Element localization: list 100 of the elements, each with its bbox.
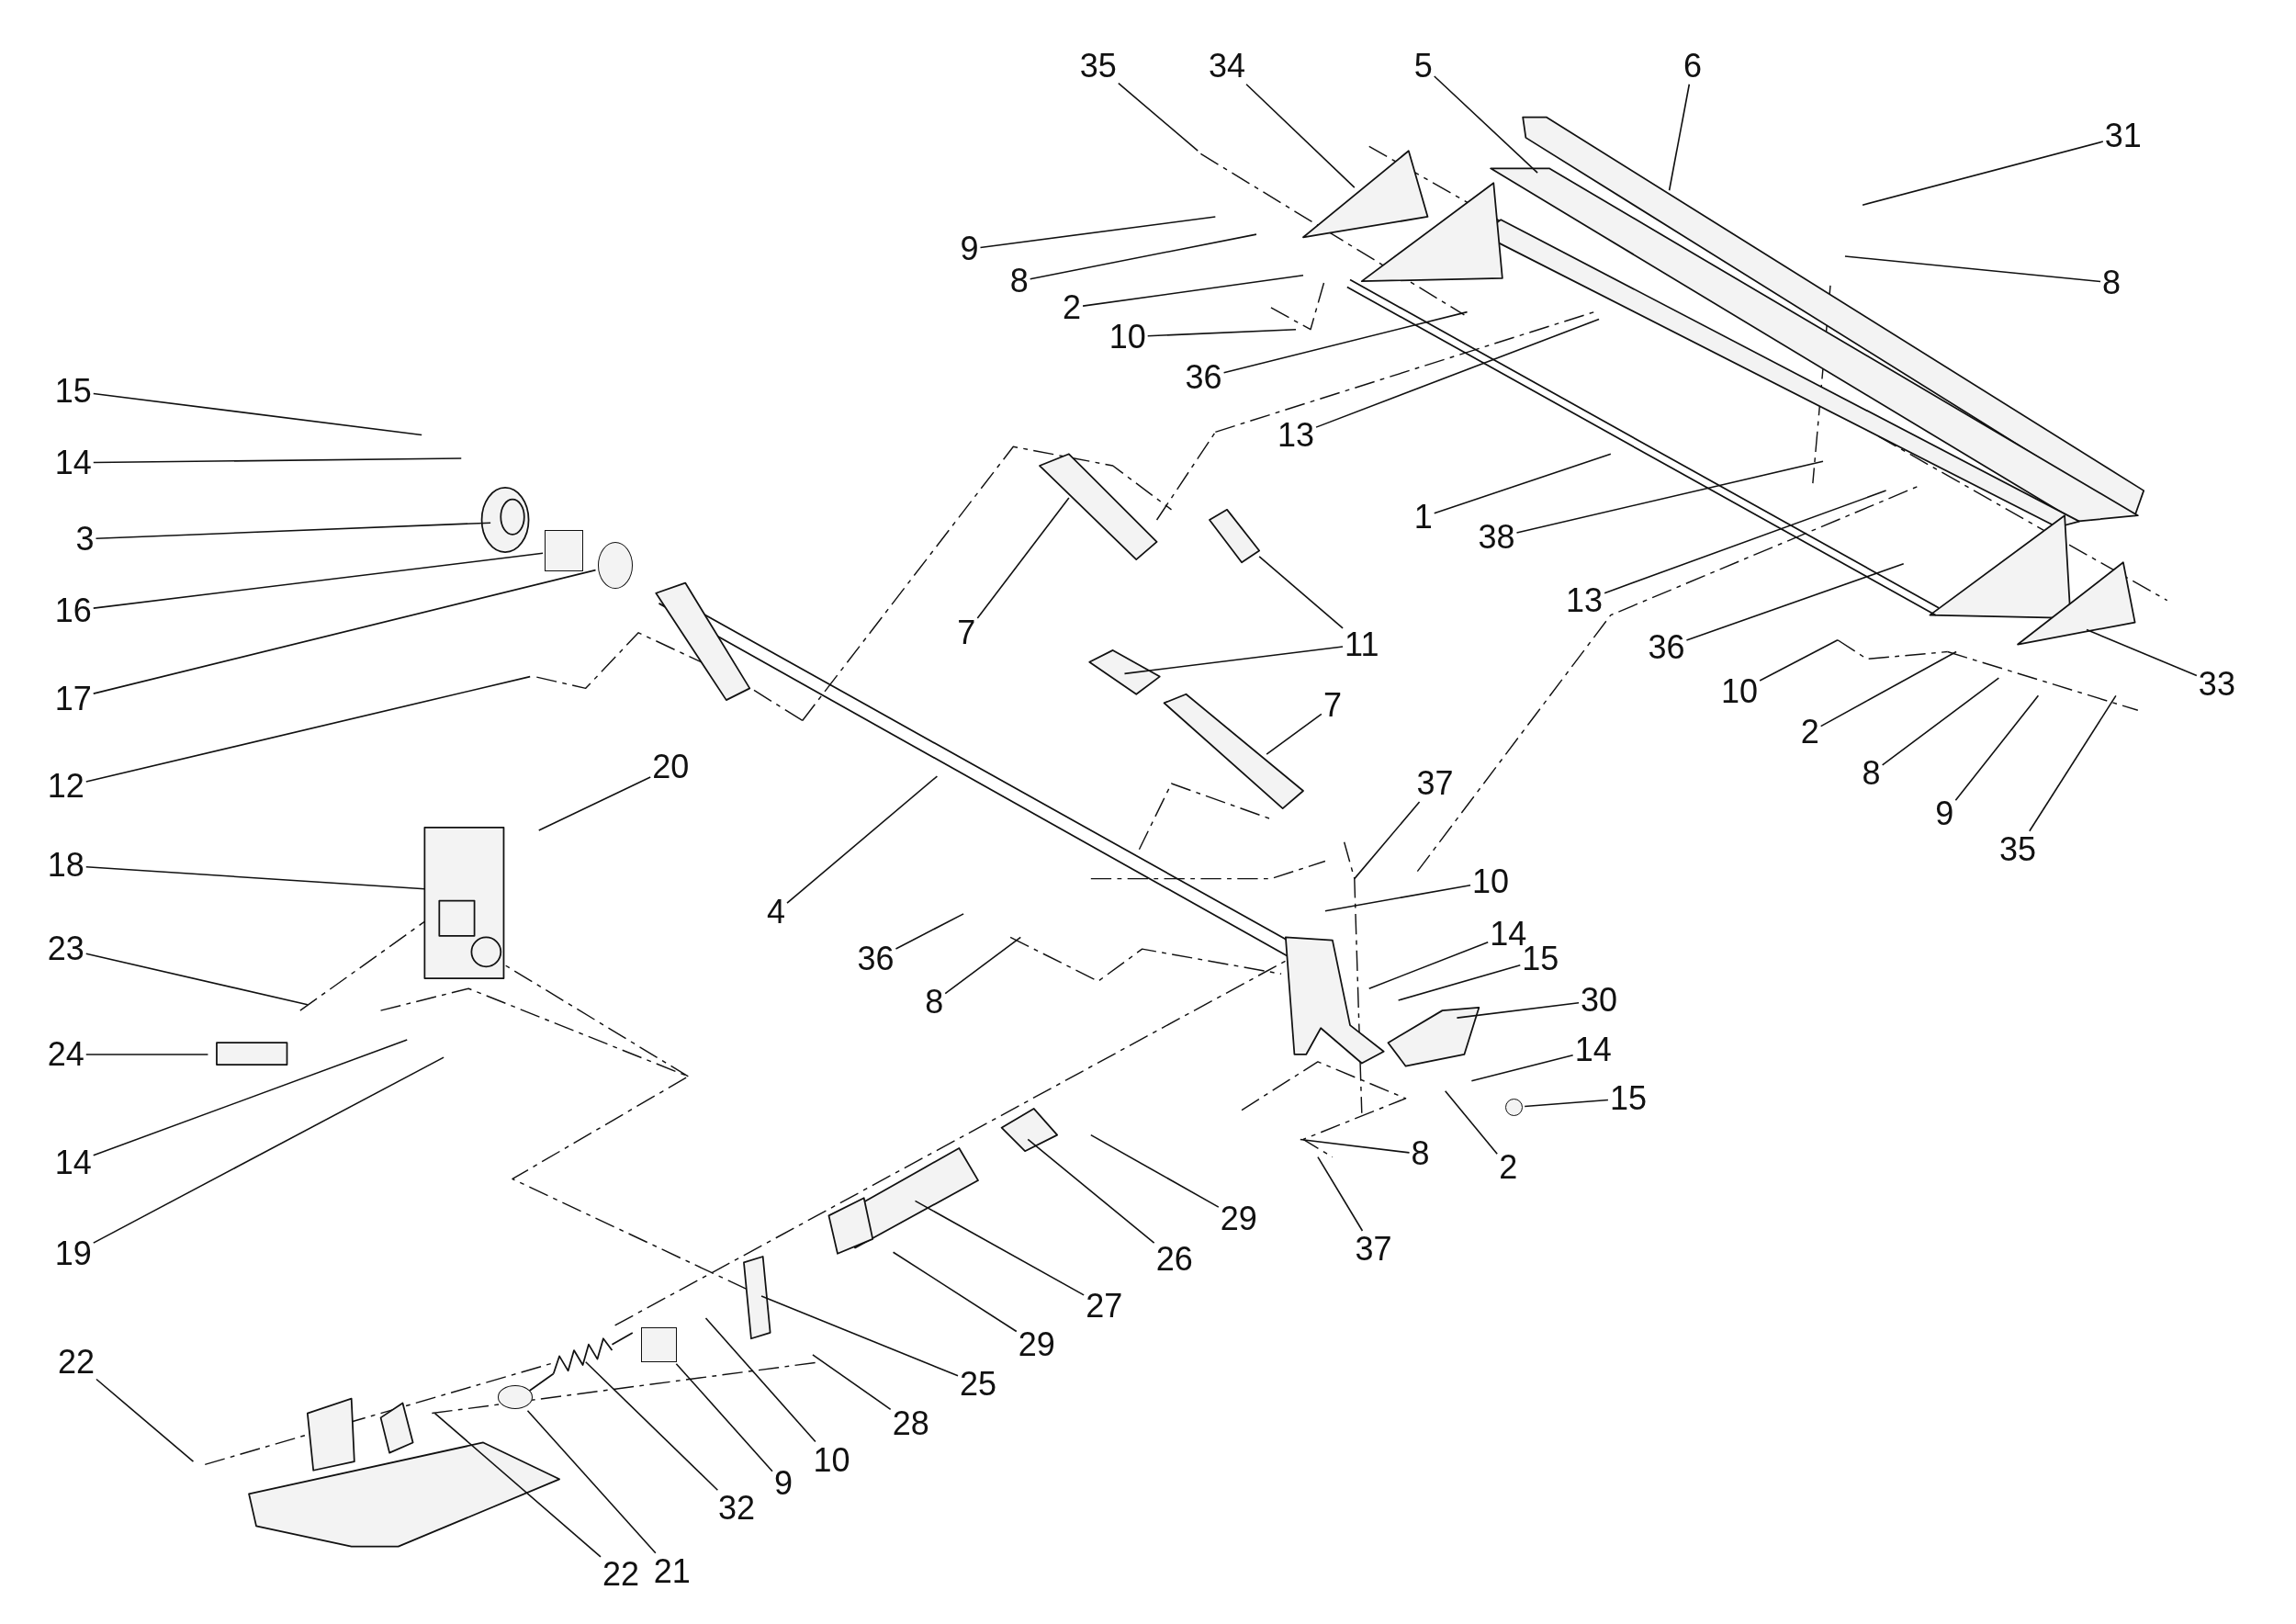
leader-line (84, 1054, 209, 1055)
callout-number: 5 (1413, 49, 1433, 83)
callout-number: 10 (813, 1443, 850, 1477)
leader-line (2029, 694, 2117, 832)
callout-number: 29 (1018, 1327, 1055, 1361)
leader-line (979, 216, 1217, 249)
callout-number: 8 (1009, 265, 1029, 299)
leader-line (1456, 1001, 1580, 1019)
leader-line (92, 457, 463, 464)
leader-line (760, 1295, 959, 1377)
leader-line (1881, 677, 2000, 766)
callout-number: 24 (47, 1037, 84, 1071)
callout-number: 10 (1721, 674, 1759, 708)
callout-number: 23 (47, 932, 84, 966)
callout-number: 22 (57, 1345, 95, 1379)
callout-number: 16 (54, 593, 92, 627)
callout-number: 35 (1079, 49, 1117, 83)
callout-number: 9 (960, 232, 979, 266)
leader-line (1685, 563, 1905, 641)
callout-number: 2 (1800, 716, 1819, 750)
callout-number: 7 (957, 615, 976, 649)
callout-number: 28 (892, 1406, 929, 1440)
leader-line (1819, 650, 1957, 727)
callout-number: 35 (1999, 832, 2037, 866)
leader-line (92, 552, 544, 609)
callout-number: 10 (1109, 320, 1146, 354)
callout-number: 3 (75, 522, 95, 556)
leader-line (1397, 964, 1522, 1001)
bushing-part (545, 530, 583, 571)
callout-number: 11 (1345, 627, 1379, 661)
leader-line (1444, 1090, 1498, 1155)
leader-line (1123, 646, 1344, 675)
leader-line (1433, 453, 1612, 514)
leader-line (1524, 1099, 1609, 1108)
leader-line (704, 1317, 816, 1443)
leader-line (1245, 83, 1356, 188)
callout-number: 14 (54, 1145, 92, 1179)
leader-line (1222, 310, 1469, 374)
bolt-head-part (641, 1326, 677, 1362)
leader-line (537, 776, 651, 831)
leader-line (976, 497, 1070, 619)
leader-line (786, 775, 939, 904)
leader-line (92, 569, 597, 694)
callout-number: 2 (1499, 1150, 1518, 1184)
leader-line (1315, 318, 1600, 428)
leader-line (944, 936, 1022, 995)
leader-line (1324, 884, 1471, 912)
callout-number: 19 (54, 1236, 92, 1270)
callout-number: 22 (602, 1557, 640, 1591)
callout-number: 15 (1609, 1081, 1647, 1115)
callout-number: 8 (925, 985, 944, 1019)
leader-line (84, 675, 531, 783)
leader-line (526, 1410, 657, 1554)
leader-line (675, 1362, 773, 1472)
callout-number: 18 (47, 849, 84, 883)
leader-line (96, 1378, 195, 1462)
callout-number: 4 (767, 896, 786, 930)
callout-number: 21 (653, 1554, 691, 1588)
callout-number: 8 (2102, 265, 2122, 299)
callout-number: 37 (1416, 767, 1454, 800)
leader-line (84, 953, 309, 1006)
leader-line (914, 1200, 1085, 1296)
callout-number: 10 (1472, 864, 1510, 898)
callout-number: 31 (2104, 119, 2142, 153)
callout-number: 13 (1566, 583, 1604, 617)
leader-line (1027, 1138, 1155, 1244)
leader-line (1317, 1156, 1364, 1232)
callout-number: 29 (1220, 1201, 1257, 1235)
leader-line (1118, 82, 1199, 152)
ring-part (597, 541, 633, 589)
leader-line (1668, 83, 1691, 192)
leader-line (84, 865, 426, 890)
callout-number: 8 (1411, 1137, 1430, 1171)
leader-line (1029, 233, 1257, 280)
callout-number: 36 (1648, 630, 1685, 664)
callout-number: 36 (1185, 361, 1222, 395)
callout-number: 34 (1209, 49, 1246, 83)
leader-line (2086, 628, 2198, 677)
callout-number: 26 (1155, 1243, 1193, 1277)
screw-head-part (1505, 1098, 1524, 1116)
leader-line (92, 1039, 409, 1156)
callout-number: 7 (1322, 689, 1342, 723)
callout-number: 30 (1581, 983, 1618, 1017)
callout-number: 14 (1574, 1033, 1612, 1067)
leader-line (1300, 1138, 1411, 1154)
leader-line (1515, 460, 1824, 534)
leader-line (92, 1056, 445, 1244)
leader-line (812, 1354, 892, 1411)
leader-line (895, 913, 964, 950)
leader-line (1844, 255, 2101, 283)
callout-number: 9 (773, 1467, 793, 1501)
callout-number: 38 (1478, 521, 1515, 555)
leader-line (1258, 556, 1344, 629)
callout-number: 33 (2198, 667, 2235, 701)
leader-line (1082, 274, 1304, 307)
callout-number: 36 (857, 942, 895, 976)
leader-line (92, 392, 422, 436)
callout-number: 15 (1522, 942, 1559, 976)
callout-number: 2 (1063, 290, 1082, 324)
leader-line (892, 1251, 1018, 1333)
